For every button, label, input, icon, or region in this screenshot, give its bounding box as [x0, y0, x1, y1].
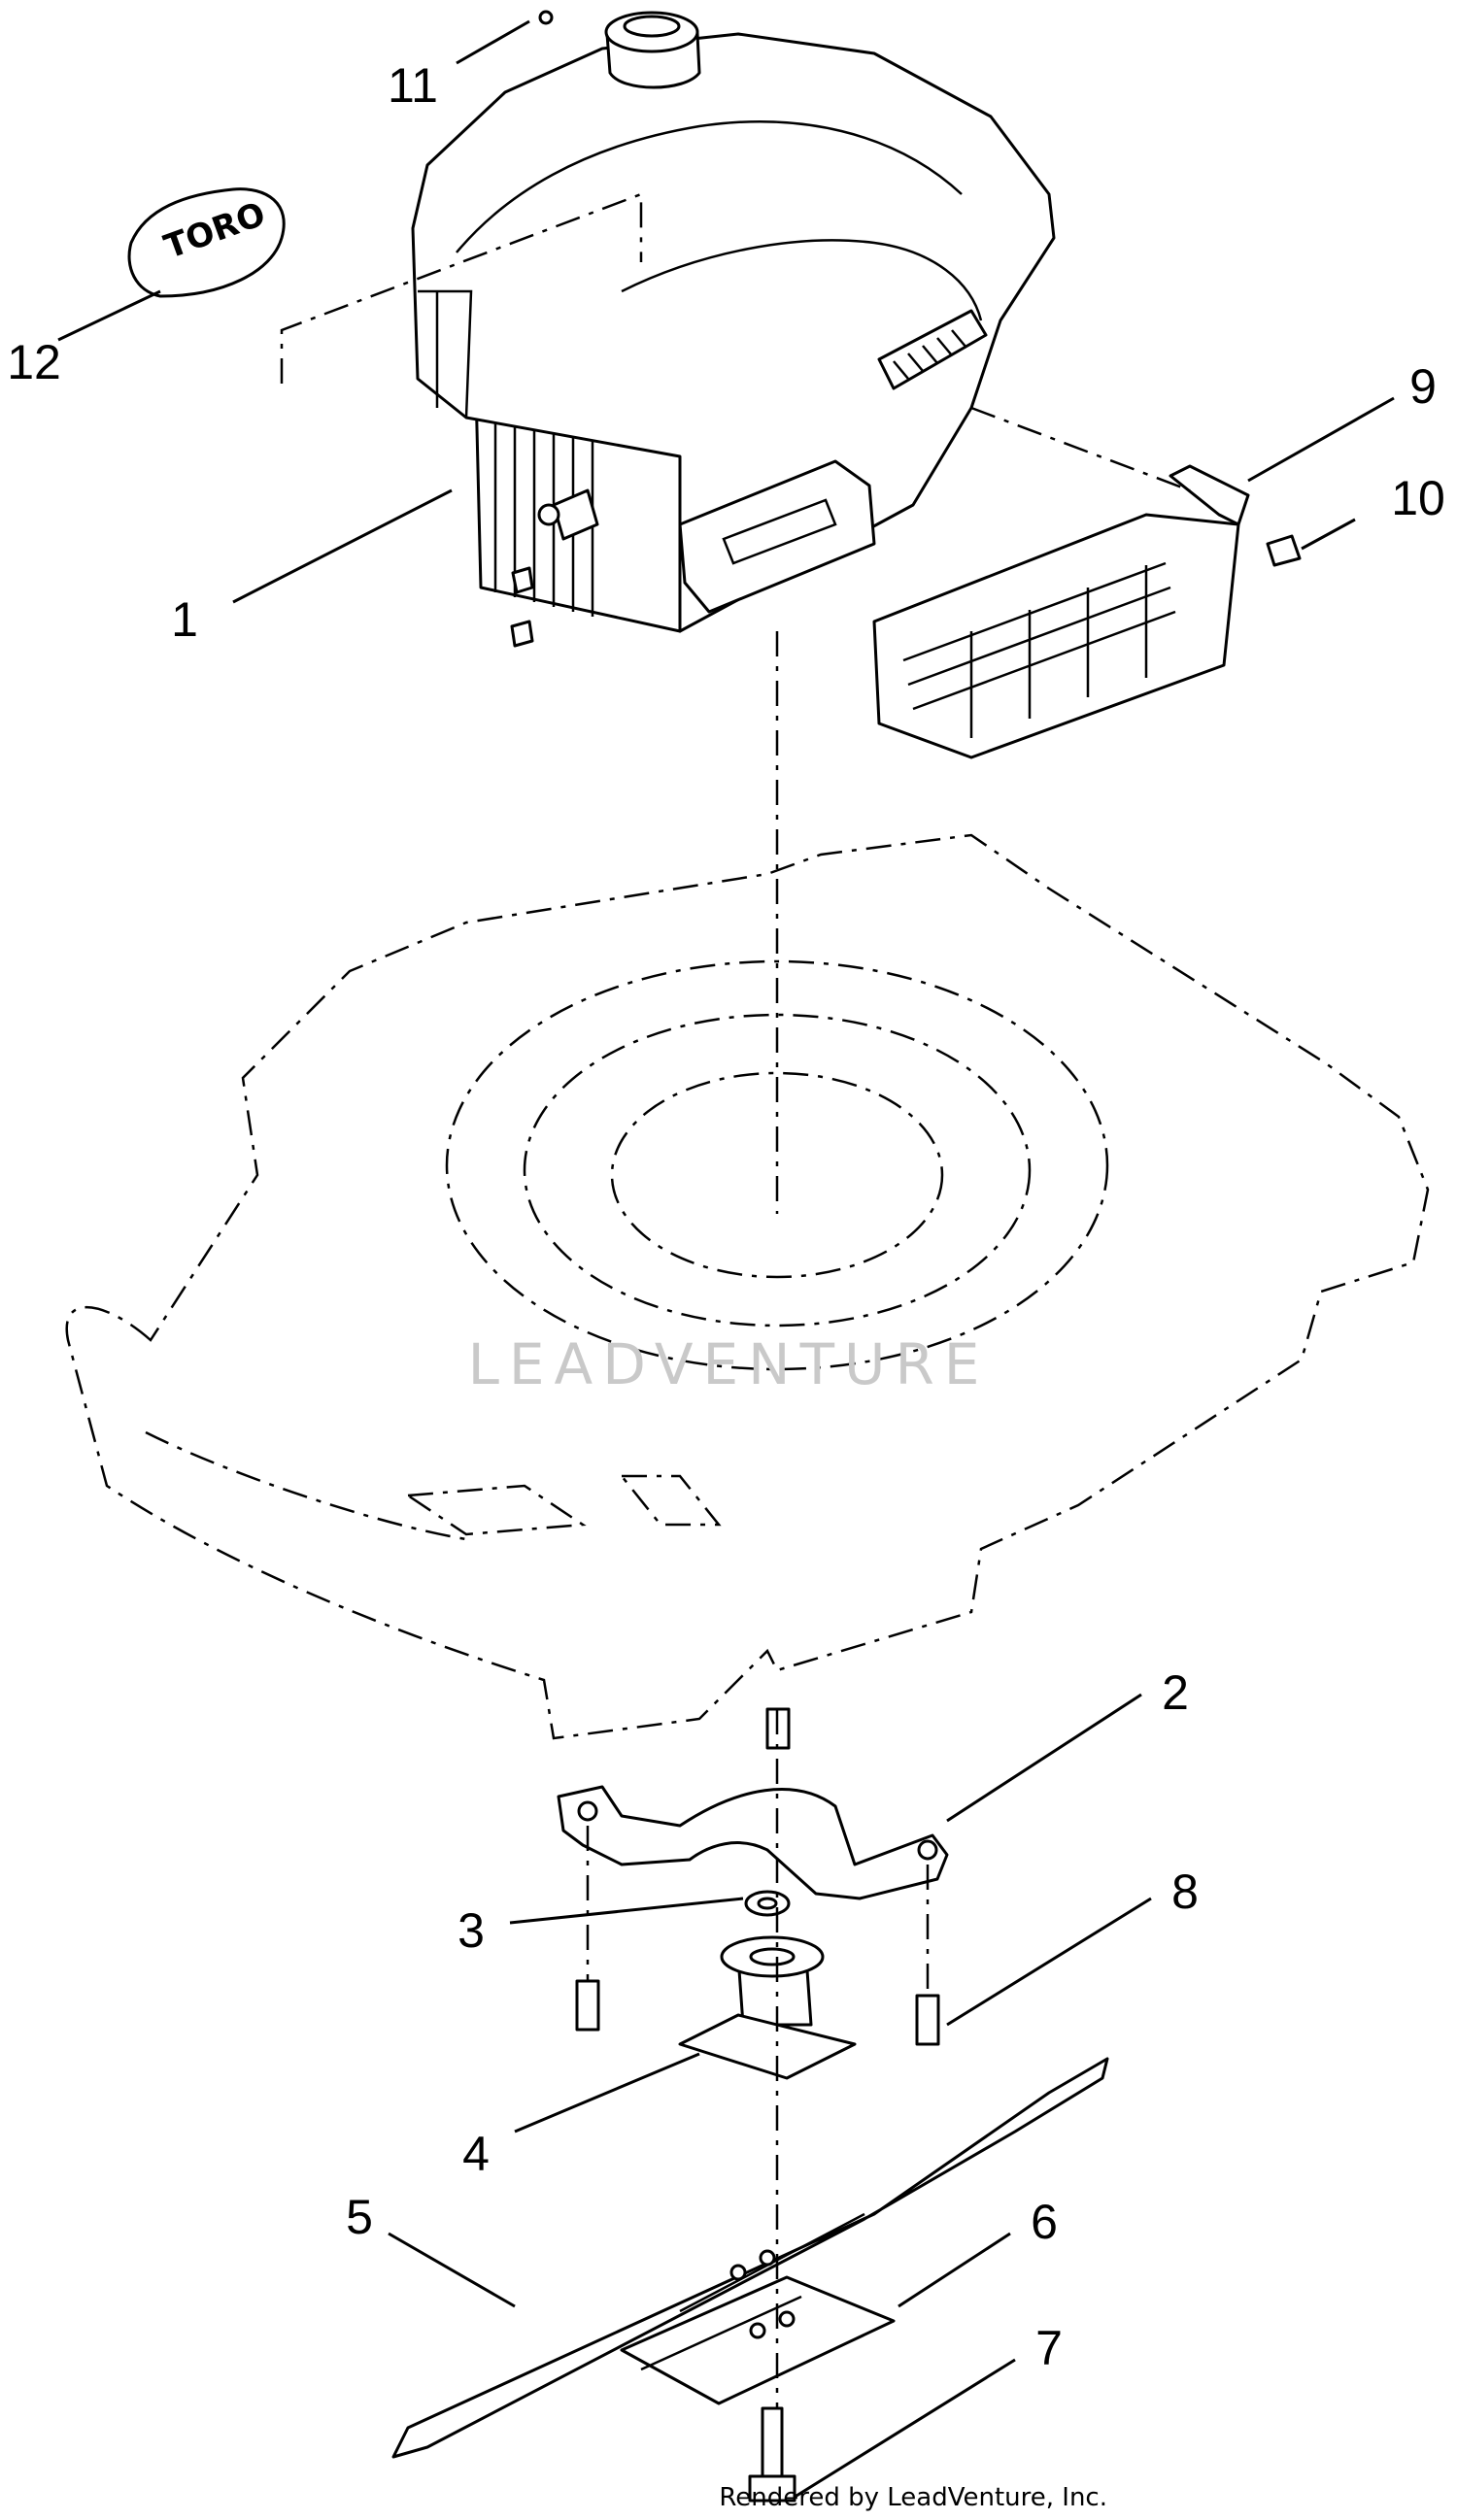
blade-adapter-bracket[interactable]	[557, 1785, 949, 1900]
callout-labels: 1 2 3 4 5 6 7 8 9 10 11 12	[7, 58, 1445, 2375]
callout-12: 12	[7, 335, 61, 389]
engine[interactable]	[411, 11, 1056, 648]
callout-2: 2	[1162, 1665, 1189, 1720]
callout-4: 4	[462, 2127, 490, 2181]
washer[interactable]	[744, 1890, 791, 1917]
mower-deck	[65, 833, 1430, 1740]
blade-adapter[interactable]	[678, 1935, 857, 2080]
callout-3: 3	[457, 1903, 485, 1958]
assembly-axis	[280, 192, 1191, 2408]
leader-lines	[57, 19, 1395, 2498]
guard-screw[interactable]	[1266, 534, 1302, 567]
toro-decal[interactable]: TORO	[127, 187, 286, 298]
blade-stiffener[interactable]	[620, 2275, 896, 2405]
nut[interactable]	[538, 10, 554, 25]
watermark: LEADVENTURE	[468, 1331, 990, 1397]
blade-bolt[interactable]	[748, 2406, 796, 2503]
callout-5: 5	[346, 2190, 373, 2244]
callout-9: 9	[1409, 359, 1437, 414]
bracket-bolt-left[interactable]	[575, 1979, 600, 2032]
callout-8: 8	[1171, 1865, 1199, 1919]
credit-text: Rendered by LeadVenture, Inc.	[719, 2483, 1107, 2512]
callout-7: 7	[1035, 2321, 1063, 2375]
callout-11: 11	[388, 58, 438, 113]
callout-1: 1	[171, 592, 198, 647]
guard-bracket[interactable]	[872, 464, 1250, 759]
callout-6: 6	[1031, 2195, 1058, 2249]
bracket-bolt-right[interactable]	[915, 1994, 940, 2046]
mower-blade[interactable]	[391, 2057, 1109, 2459]
callout-10: 10	[1391, 471, 1445, 525]
